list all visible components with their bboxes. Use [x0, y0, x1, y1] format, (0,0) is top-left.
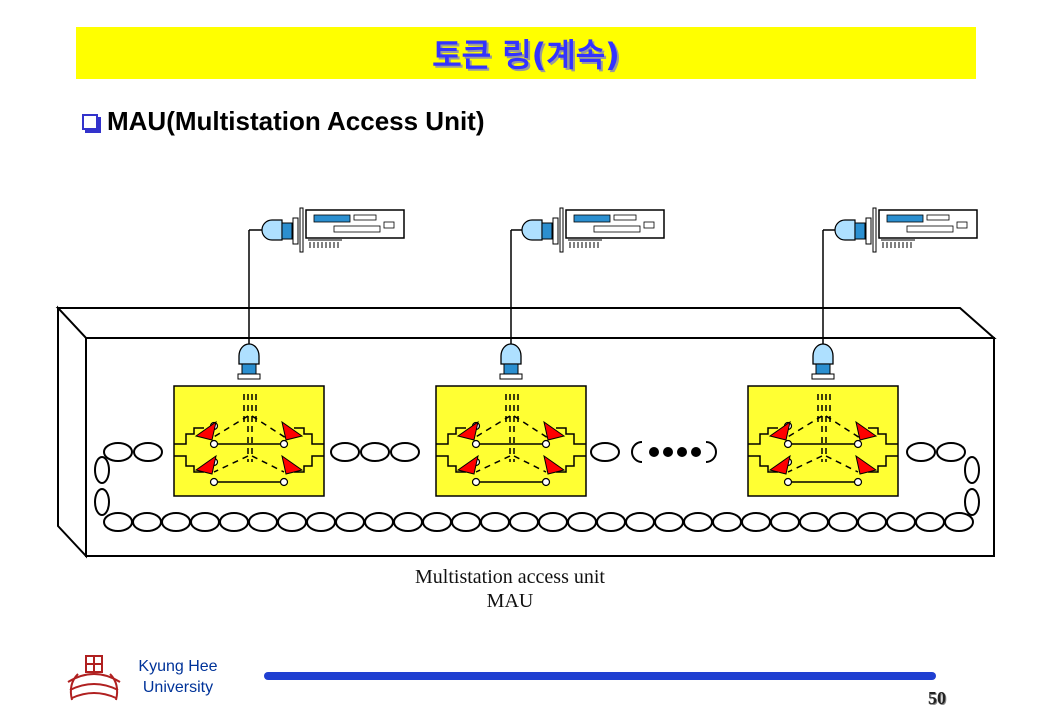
cable-coil: [393, 512, 423, 532]
cable-coil: [422, 512, 452, 532]
cable-coil: [886, 512, 916, 532]
diagram-caption-line2: MAU: [486, 590, 534, 612]
diagram-caption-line1: Multistation access unit: [415, 566, 605, 588]
station-1: [173, 207, 405, 497]
university-emblem-icon: [67, 655, 121, 701]
cable-coil: [103, 512, 133, 532]
cable-coil: [161, 512, 191, 532]
cable-coil-icon: [94, 442, 980, 516]
cable-coil: [857, 512, 887, 532]
connector-plug-icon: [811, 343, 835, 380]
computer-icon: [261, 207, 405, 253]
slide-title: 토큰 링(계속): [432, 36, 620, 74]
cable-coil: [509, 512, 539, 532]
cable-coil: [190, 512, 220, 532]
cable-coil: [538, 512, 568, 532]
university-line2: University: [142, 679, 214, 696]
cable-coil: [944, 512, 974, 532]
university-name: Kyung Hee University: [128, 656, 228, 698]
cable-coil: [770, 512, 800, 532]
cable-coil: [248, 512, 278, 532]
computer-icon: [834, 207, 978, 253]
cable-coil: [480, 512, 510, 532]
page-number: 50: [928, 688, 946, 708]
cable-coil: [828, 512, 858, 532]
cable-coil: [219, 512, 249, 532]
footer-divider: [264, 672, 936, 680]
subtitle-row: MAU(Multistation Access Unit): [82, 106, 485, 137]
cable-coil: [625, 512, 655, 532]
cable-coil: [654, 512, 684, 532]
cable-coil: [451, 512, 481, 532]
cable-coil: [683, 512, 713, 532]
cable-coil: [132, 512, 162, 532]
cable-coil: [712, 512, 742, 532]
station-2: [435, 207, 665, 497]
cable-coil: [277, 512, 307, 532]
bottom-cable-coils: [103, 512, 974, 532]
checkbox-bullet-icon: [82, 113, 98, 130]
slide-subtitle: MAU(Multistation Access Unit): [107, 106, 485, 136]
connector-plug-icon: [237, 343, 261, 380]
title-bar: 토큰 링(계속): [76, 27, 976, 79]
cable-coil: [915, 512, 945, 532]
computer-icon: [521, 207, 665, 253]
station-3: [747, 207, 978, 497]
cable-coil: [567, 512, 597, 532]
cable-coil: [364, 512, 394, 532]
university-line1: Kyung Hee: [138, 658, 218, 675]
cable-coil: [306, 512, 336, 532]
cable-coil: [596, 512, 626, 532]
cable-coil: [335, 512, 365, 532]
cable-coil: [741, 512, 771, 532]
connector-plug-icon: [499, 343, 523, 380]
cable-coil: [799, 512, 829, 532]
continuation-dots: [631, 441, 717, 463]
